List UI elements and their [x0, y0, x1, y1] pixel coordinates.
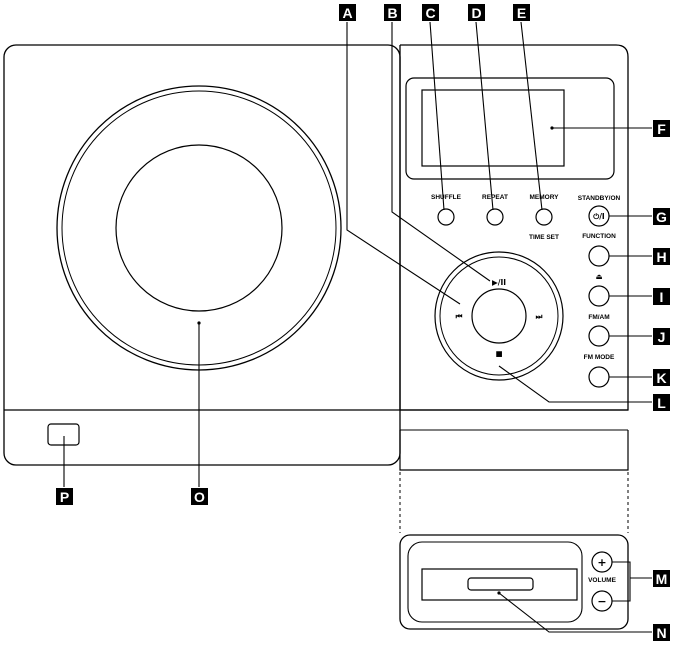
- svg-text:A: A: [342, 5, 352, 21]
- callout-A: A: [339, 4, 356, 21]
- next-icon[interactable]: ⏭: [536, 312, 544, 321]
- svg-text:H: H: [656, 249, 666, 265]
- callout-B: B: [384, 4, 401, 21]
- svg-text:K: K: [656, 370, 666, 386]
- svg-text:N: N: [656, 625, 666, 641]
- callout-K: K: [653, 369, 670, 386]
- prev-icon[interactable]: ⏮: [456, 312, 463, 321]
- callout-E: E: [513, 4, 530, 21]
- memory-time-set-button[interactable]: [535, 208, 553, 226]
- fm-mode-label: FM MODE: [584, 354, 615, 361]
- standby-on-label: STANDBY/ON: [578, 195, 621, 202]
- center-button[interactable]: [471, 288, 527, 344]
- eject-button[interactable]: [588, 285, 610, 307]
- svg-text:M: M: [656, 571, 668, 587]
- fm-mode-button[interactable]: [588, 366, 610, 388]
- svg-text:G: G: [656, 209, 667, 225]
- fm-am-label: FM/AM: [588, 314, 609, 321]
- repeat-label: REPEAT: [482, 194, 508, 201]
- callout-L: L: [653, 394, 670, 411]
- dock-connector: [467, 577, 534, 591]
- speaker-unit: [3, 44, 401, 466]
- minus-icon: −: [597, 595, 606, 608]
- callout-I: I: [653, 288, 670, 305]
- svg-text:P: P: [60, 489, 69, 505]
- eject-icon: ⏏: [595, 272, 602, 281]
- drawer-panel: [399, 430, 629, 471]
- callout-M: M: [653, 570, 670, 587]
- svg-text:E: E: [517, 5, 526, 21]
- playback-control-ring: [434, 251, 564, 381]
- power-icon: ⏻/I: [593, 212, 605, 221]
- callout-O: O: [191, 488, 208, 505]
- repeat-button[interactable]: [486, 208, 504, 226]
- svg-text:I: I: [660, 289, 664, 305]
- main-unit: [399, 44, 629, 471]
- callout-D: D: [468, 4, 485, 21]
- plus-icon: +: [597, 556, 606, 569]
- callout-N: N: [653, 624, 670, 641]
- volume-label: VOLUME: [588, 577, 616, 584]
- svg-text:C: C: [425, 5, 435, 21]
- shuffle-label: SHUFFLE: [431, 194, 462, 201]
- time-set-label: TIME SET: [529, 234, 559, 241]
- svg-text:F: F: [657, 121, 666, 137]
- svg-text:B: B: [387, 5, 397, 21]
- fm-am-button[interactable]: [588, 325, 610, 347]
- callout-G: G: [653, 208, 670, 225]
- leader-dots: [197, 126, 554, 595]
- svg-text:J: J: [658, 329, 666, 345]
- stop-icon[interactable]: ■: [495, 349, 502, 358]
- callout-F: F: [653, 120, 670, 137]
- callout-H: H: [653, 248, 670, 265]
- callout-C: C: [422, 4, 439, 21]
- function-label: FUNCTION: [582, 233, 616, 240]
- callout-J: J: [653, 328, 670, 345]
- dashed-guides: [399, 472, 629, 533]
- standby-on-button[interactable]: ⏻/I: [588, 205, 610, 227]
- callout-P: P: [56, 488, 73, 505]
- svg-text:D: D: [471, 5, 481, 21]
- memory-label: MEMORY: [529, 194, 559, 201]
- volume-down-button[interactable]: −: [591, 590, 613, 612]
- function-button[interactable]: [588, 245, 610, 267]
- shuffle-button[interactable]: [437, 208, 455, 226]
- svg-text:O: O: [194, 489, 205, 505]
- dock-unit: [399, 534, 629, 630]
- svg-text:L: L: [657, 395, 666, 411]
- leader-lines: [63, 21, 652, 633]
- play-pause-icon[interactable]: ▶/II: [492, 278, 506, 287]
- volume-up-button[interactable]: +: [591, 551, 613, 573]
